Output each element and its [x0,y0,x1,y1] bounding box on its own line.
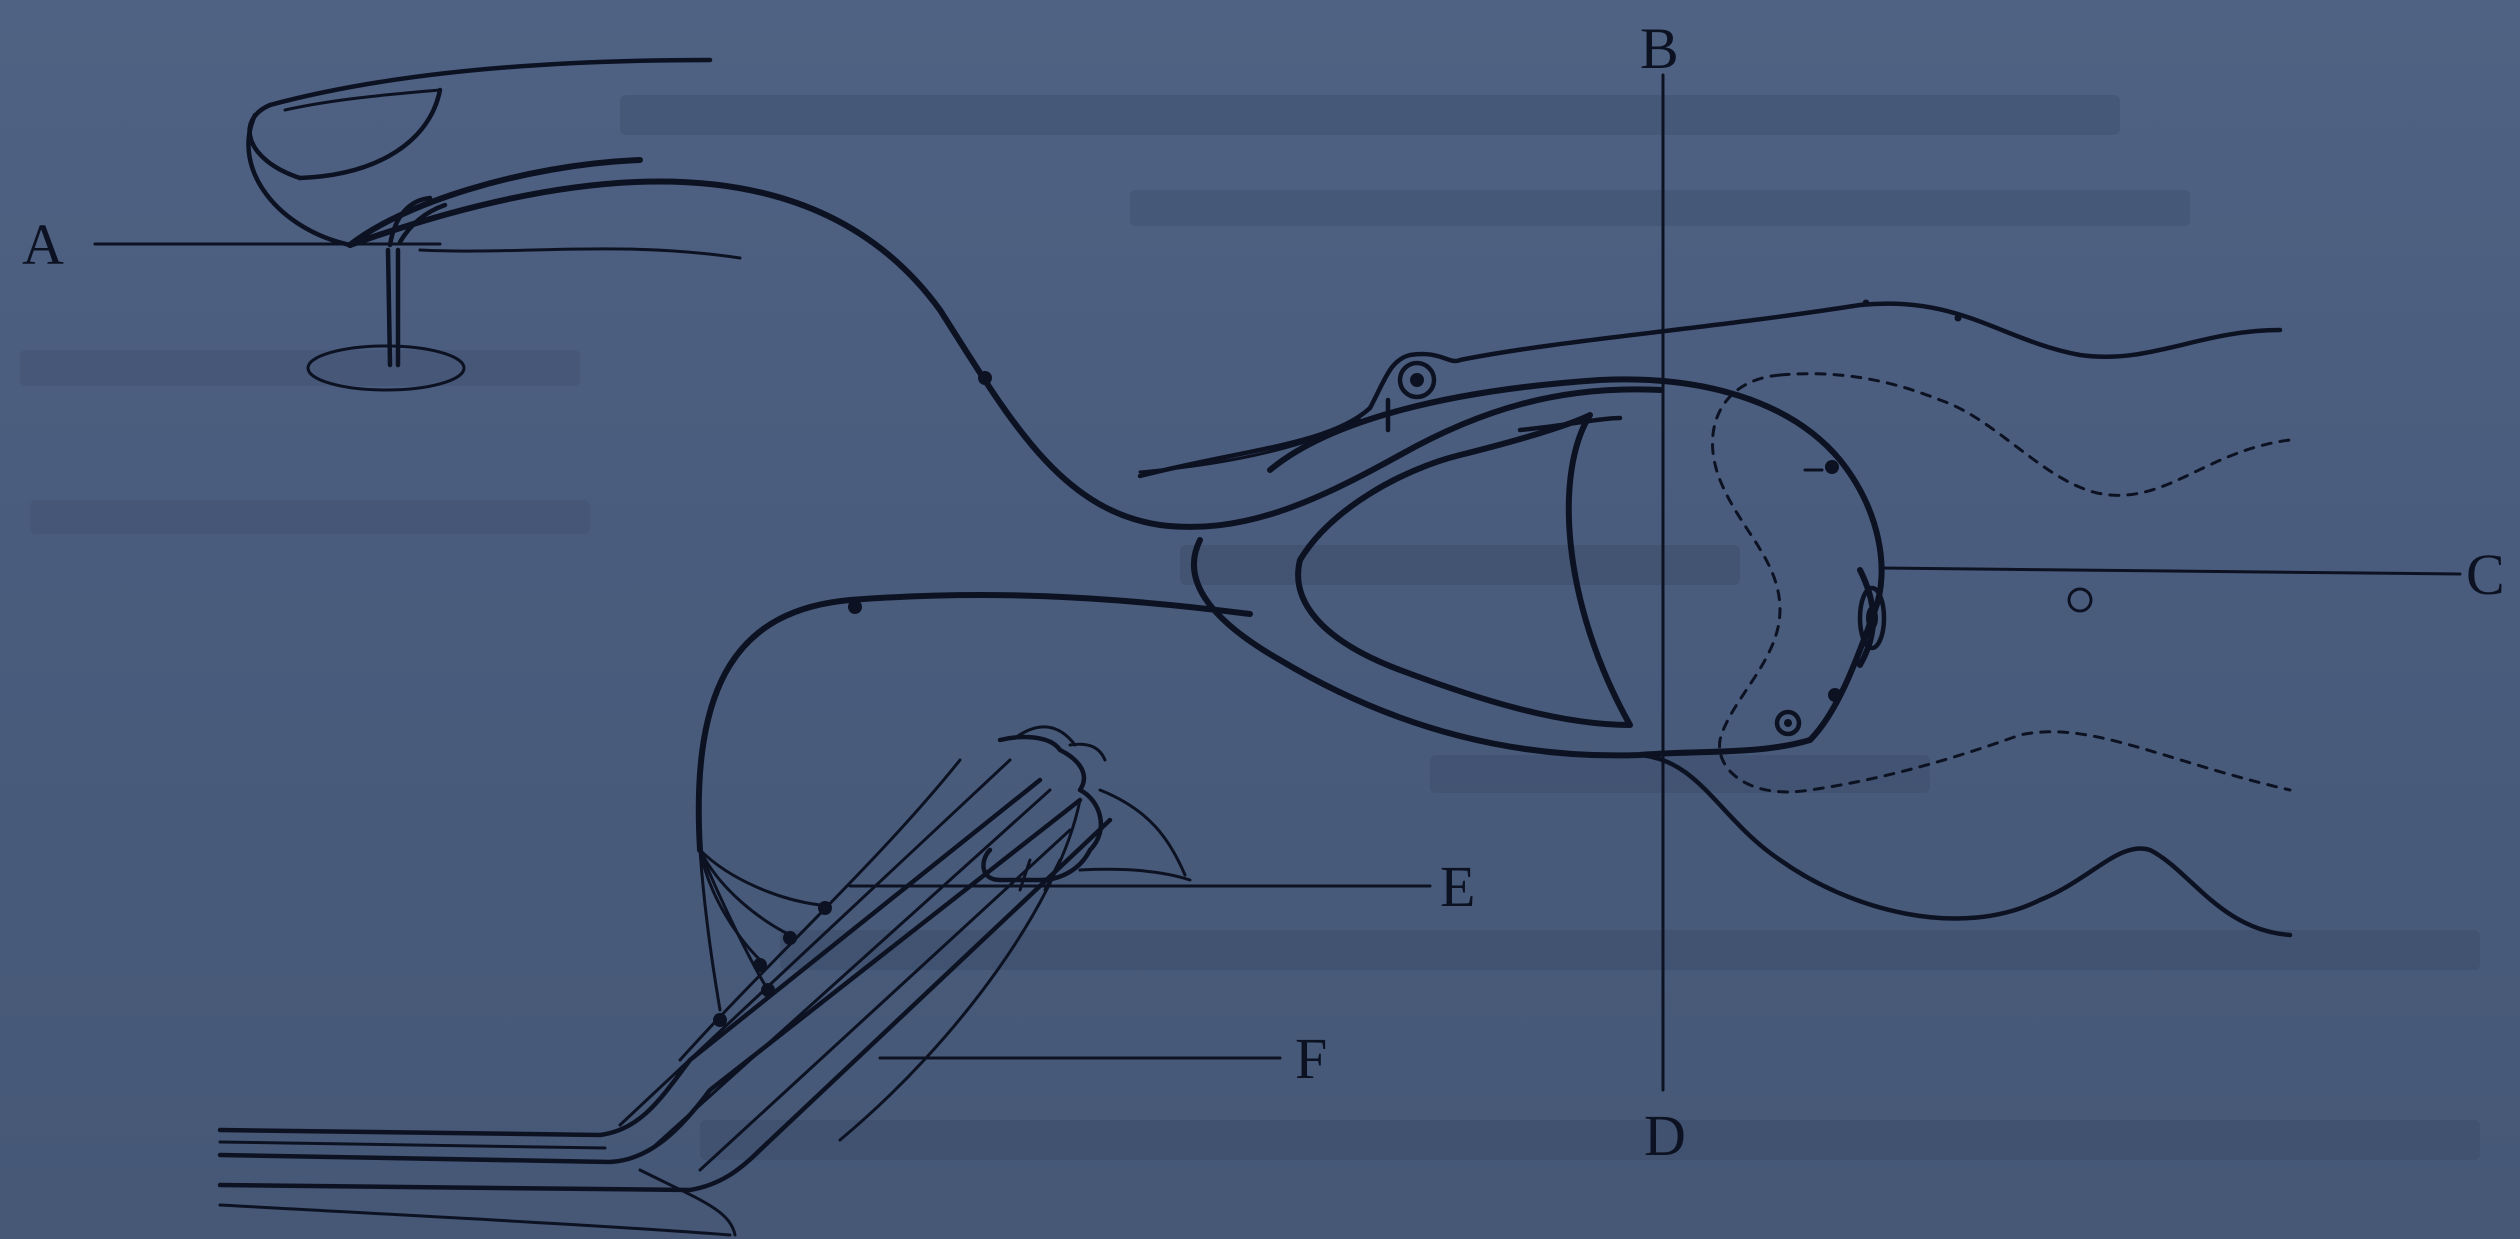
labels: A B D C E F [22,16,2505,1168]
label-b: B [1640,16,1679,81]
label-a: A [22,212,64,277]
main-tube [350,182,1660,527]
lower-left-structure [220,595,1250,1235]
tube-node [978,371,992,385]
top-left-structure [248,60,740,390]
leader-line-c [1880,568,2460,574]
label-d: D [1644,1103,1686,1168]
label-c: C [2466,542,2505,607]
label-e: E [1440,854,1475,919]
marker-circle [2069,589,2091,611]
central-body [1194,379,1884,755]
lower-wall [1640,755,2290,935]
label-f: F [1295,1026,1327,1091]
